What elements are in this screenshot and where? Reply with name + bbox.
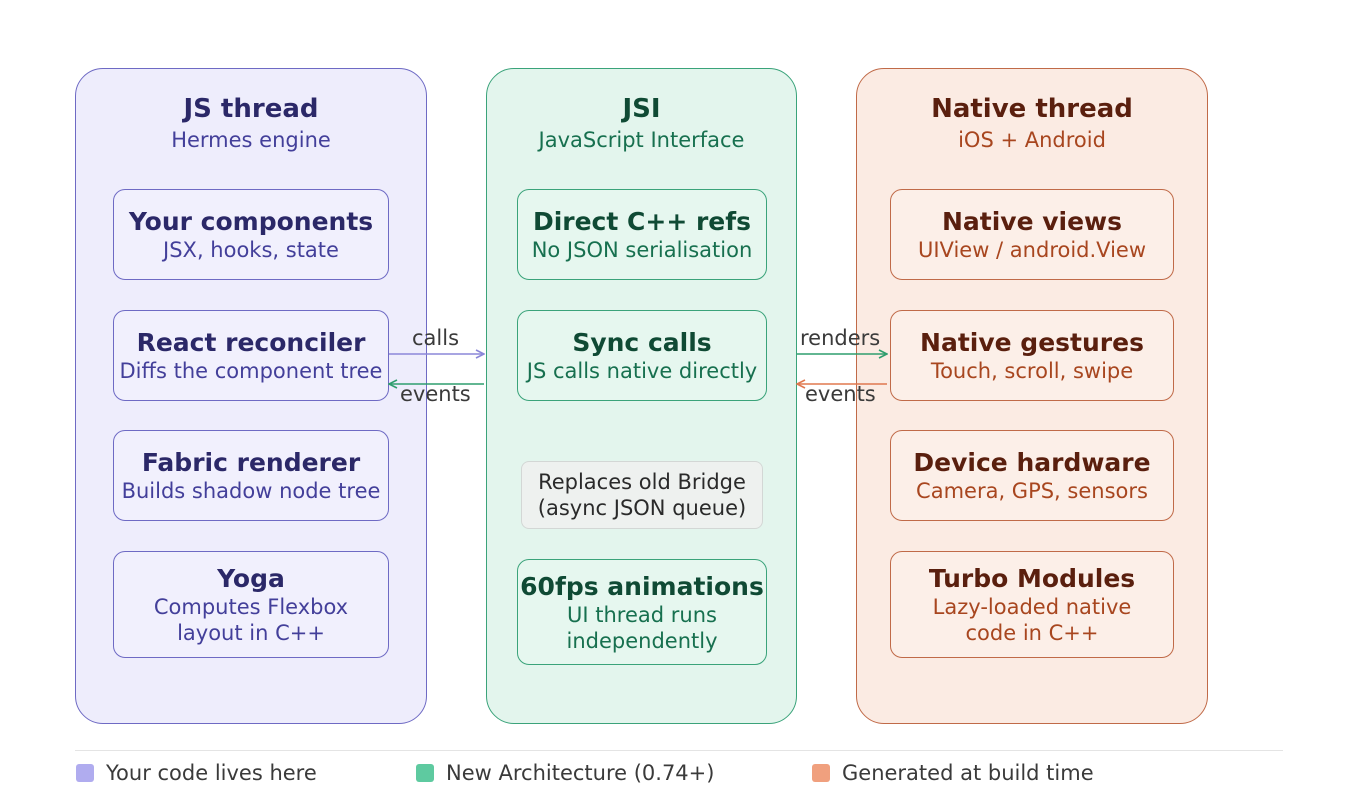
legend-label: Generated at build time bbox=[842, 761, 1094, 785]
legend-label: New Architecture (0.74+) bbox=[446, 761, 715, 785]
box-title: Fabric renderer bbox=[141, 448, 361, 477]
native-thread-header: Native thread iOS + Android bbox=[857, 93, 1207, 155]
box-subtitle: UIView / android.View bbox=[917, 238, 1147, 262]
legend-swatch bbox=[812, 764, 830, 782]
jsi-header: JSI JavaScript Interface bbox=[487, 93, 796, 155]
box-title: Turbo Modules bbox=[928, 564, 1136, 593]
box-subtitle: UI thread runs bbox=[567, 602, 717, 627]
box-title: Device hardware bbox=[913, 448, 1151, 477]
native-thread-subtitle: iOS + Android bbox=[958, 128, 1106, 152]
jsi-column: JSI JavaScript Interface Direct C++ refs… bbox=[486, 68, 797, 724]
react-reconciler-box: React reconciler Diffs the component tre… bbox=[113, 310, 389, 401]
js-thread-title: JS thread bbox=[183, 94, 319, 124]
box-title: Native views bbox=[941, 207, 1123, 236]
box-subtitle: Builds shadow node tree bbox=[121, 479, 381, 503]
js-thread-header: JS thread Hermes engine bbox=[76, 93, 426, 155]
box-subtitle: Touch, scroll, swipe bbox=[930, 359, 1134, 383]
your-components-box: Your components JSX, hooks, state bbox=[113, 189, 389, 280]
box-subtitle: Computes Flexbox bbox=[153, 595, 349, 619]
sync-calls-box: Sync calls JS calls native directly bbox=[517, 310, 767, 401]
turbo-modules-box: Turbo Modules Lazy-loaded native code in… bbox=[890, 551, 1174, 658]
events-left-label: events bbox=[400, 382, 471, 406]
legend-item-your-code: Your code lives here bbox=[76, 759, 317, 787]
js-thread-column: JS thread Hermes engine Your components … bbox=[75, 68, 427, 724]
legend-item-new-architecture: New Architecture (0.74+) bbox=[416, 759, 714, 787]
box-subtitle: independently bbox=[566, 628, 718, 653]
note-line: Replaces old Bridge bbox=[538, 470, 746, 494]
box-title: 60fps animations bbox=[520, 571, 764, 601]
box-title: Your components bbox=[128, 207, 374, 236]
device-hardware-box: Device hardware Camera, GPS, sensors bbox=[890, 430, 1174, 521]
box-title: Sync calls bbox=[572, 328, 712, 357]
box-title: Yoga bbox=[217, 564, 285, 593]
note-line: (async JSON queue) bbox=[537, 496, 747, 520]
box-title: Native gestures bbox=[920, 328, 1144, 357]
fabric-renderer-box: Fabric renderer Builds shadow node tree bbox=[113, 430, 389, 521]
box-title: Direct C++ refs bbox=[532, 207, 752, 236]
box-title: React reconciler bbox=[136, 328, 366, 357]
legend-divider bbox=[75, 750, 1283, 751]
60fps-animations-box: 60fps animations UI thread runs independ… bbox=[517, 559, 767, 665]
old-bridge-note: Replaces old Bridge (async JSON queue) bbox=[521, 461, 763, 529]
native-thread-title: Native thread bbox=[931, 94, 1133, 124]
box-subtitle: Lazy-loaded native bbox=[932, 595, 1132, 619]
jsi-subtitle: JavaScript Interface bbox=[538, 128, 745, 152]
box-subtitle: No JSON serialisation bbox=[531, 238, 753, 262]
box-subtitle: JSX, hooks, state bbox=[163, 238, 339, 262]
yoga-box: Yoga Computes Flexbox layout in C++ bbox=[113, 551, 389, 658]
legend-swatch bbox=[416, 764, 434, 782]
direct-cpp-refs-box: Direct C++ refs No JSON serialisation bbox=[517, 189, 767, 280]
native-thread-column: Native thread iOS + Android Native views… bbox=[856, 68, 1208, 724]
legend-label: Your code lives here bbox=[106, 761, 317, 785]
legend-swatch bbox=[76, 764, 94, 782]
calls-label: calls bbox=[412, 326, 460, 350]
js-thread-subtitle: Hermes engine bbox=[171, 128, 331, 152]
box-subtitle: Camera, GPS, sensors bbox=[916, 479, 1148, 503]
box-subtitle: JS calls native directly bbox=[526, 359, 758, 383]
legend-item-generated: Generated at build time bbox=[812, 759, 1094, 787]
native-gestures-box: Native gestures Touch, scroll, swipe bbox=[890, 310, 1174, 401]
renders-label: renders bbox=[800, 326, 881, 350]
native-views-box: Native views UIView / android.View bbox=[890, 189, 1174, 280]
box-subtitle: layout in C++ bbox=[177, 621, 325, 645]
jsi-title: JSI bbox=[622, 94, 661, 124]
box-subtitle: Diffs the component tree bbox=[119, 359, 383, 383]
events-right-label: events bbox=[805, 382, 876, 406]
box-subtitle: code in C++ bbox=[965, 621, 1099, 645]
